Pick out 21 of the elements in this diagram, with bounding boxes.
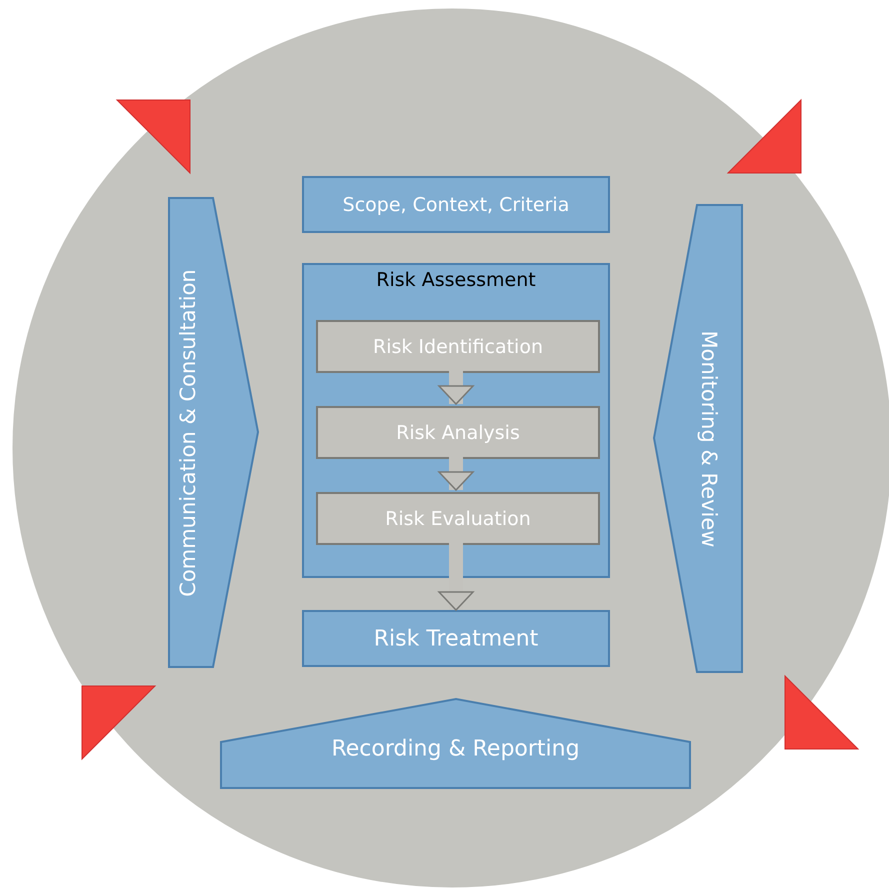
step-label: Risk Analysis [396, 422, 520, 444]
down-arrow [438, 371, 474, 405]
step-label: Risk Treatment [374, 626, 538, 651]
step-label: Risk Evaluation [385, 508, 531, 530]
step-box [316, 320, 600, 373]
down-arrow [438, 543, 474, 611]
chevron-band [168, 197, 259, 668]
chevron-band [220, 698, 691, 789]
group-box [302, 263, 610, 578]
down-arrow [438, 457, 474, 491]
group-heading: Risk Assessment [376, 269, 536, 291]
step-label: Monitoring & Review [697, 330, 721, 547]
step-label: Recording & Reporting [331, 736, 580, 762]
process-box [302, 176, 610, 233]
process-box [302, 610, 610, 667]
step-box [316, 406, 600, 459]
step-box [316, 492, 600, 545]
step-label: Risk Identification [373, 336, 543, 358]
chevron-band [653, 204, 743, 673]
step-label: Communication & Consultation [176, 268, 200, 596]
step-label: Scope, Context, Criteria [342, 194, 570, 216]
